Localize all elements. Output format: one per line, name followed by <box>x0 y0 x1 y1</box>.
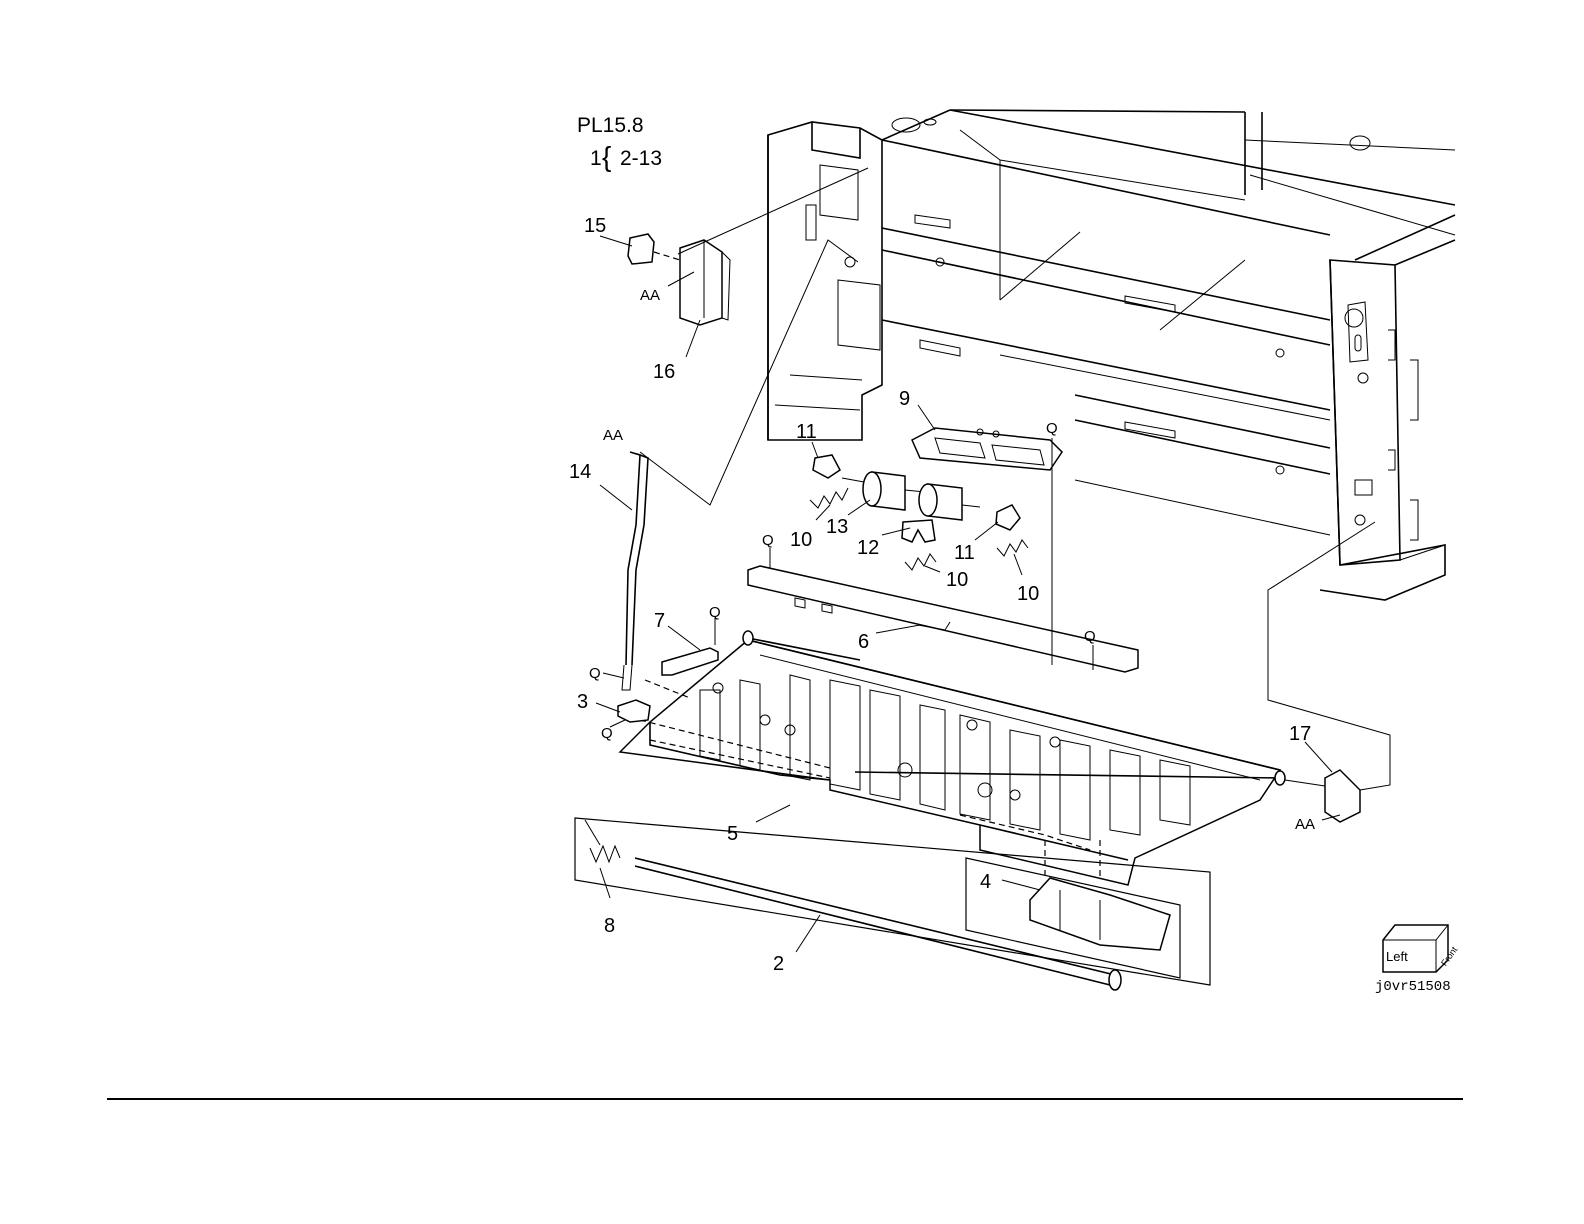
assembly-brace: { <box>602 141 611 172</box>
callout-13: 13 <box>826 516 848 538</box>
part-7-bracket <box>662 648 718 675</box>
callout-17: 17 <box>1289 723 1311 745</box>
figure-id: j0vr51508 <box>1375 979 1451 995</box>
callout-16: 16 <box>653 361 675 383</box>
part-17-bracket <box>1325 770 1360 822</box>
callout-2: 2 <box>773 953 784 975</box>
ref-q-tray-right: Q <box>1084 628 1096 645</box>
callout-10-middle: 10 <box>946 569 968 591</box>
callout-14: 14 <box>569 461 591 483</box>
callout-3: 3 <box>577 691 588 713</box>
callout-11-upper: 11 <box>796 421 817 443</box>
machine-frame <box>768 110 1455 600</box>
part-3-latch <box>618 700 650 722</box>
callout-11-lower: 11 <box>954 542 975 564</box>
assembly-range: 2-13 <box>620 147 662 170</box>
callout-6: 6 <box>858 631 869 653</box>
callout-8: 8 <box>604 915 615 937</box>
ref-q-chute: Q <box>1046 420 1058 437</box>
feed-tray-assembly <box>620 631 1325 885</box>
callout-labels: 15 16 14 9 11 10 13 12 11 10 10 6 7 3 5 … <box>569 215 1311 975</box>
callout-5: 5 <box>727 823 738 845</box>
ref-aa-connector: AA <box>640 287 660 304</box>
callout-15: 15 <box>584 215 606 237</box>
callout-9: 9 <box>899 388 910 410</box>
callout-7: 7 <box>654 610 665 632</box>
ref-aa-harness: AA <box>603 427 623 444</box>
callout-4: 4 <box>980 871 991 893</box>
orientation-left-label: Left <box>1386 949 1408 964</box>
callout-12: 12 <box>857 537 879 559</box>
ref-q-bracket-6: Q <box>762 532 774 549</box>
callout-10-left: 10 <box>790 529 812 551</box>
footer-rule <box>107 1098 1463 1100</box>
ref-aa-bracket: AA <box>1295 816 1315 833</box>
plate-number: PL15.8 <box>577 114 644 137</box>
part-14-harness <box>622 452 648 690</box>
ref-q-bracket-7: Q <box>709 604 721 621</box>
orientation-cube: Left Front <box>1383 925 1460 972</box>
ref-q-harness: Q <box>589 665 601 682</box>
ref-q-latch: Q <box>601 725 613 742</box>
callout-10-right: 10 <box>1017 583 1039 605</box>
assembly-index: 1 <box>590 147 602 170</box>
parts-15-16-connector-bracket <box>628 234 730 325</box>
